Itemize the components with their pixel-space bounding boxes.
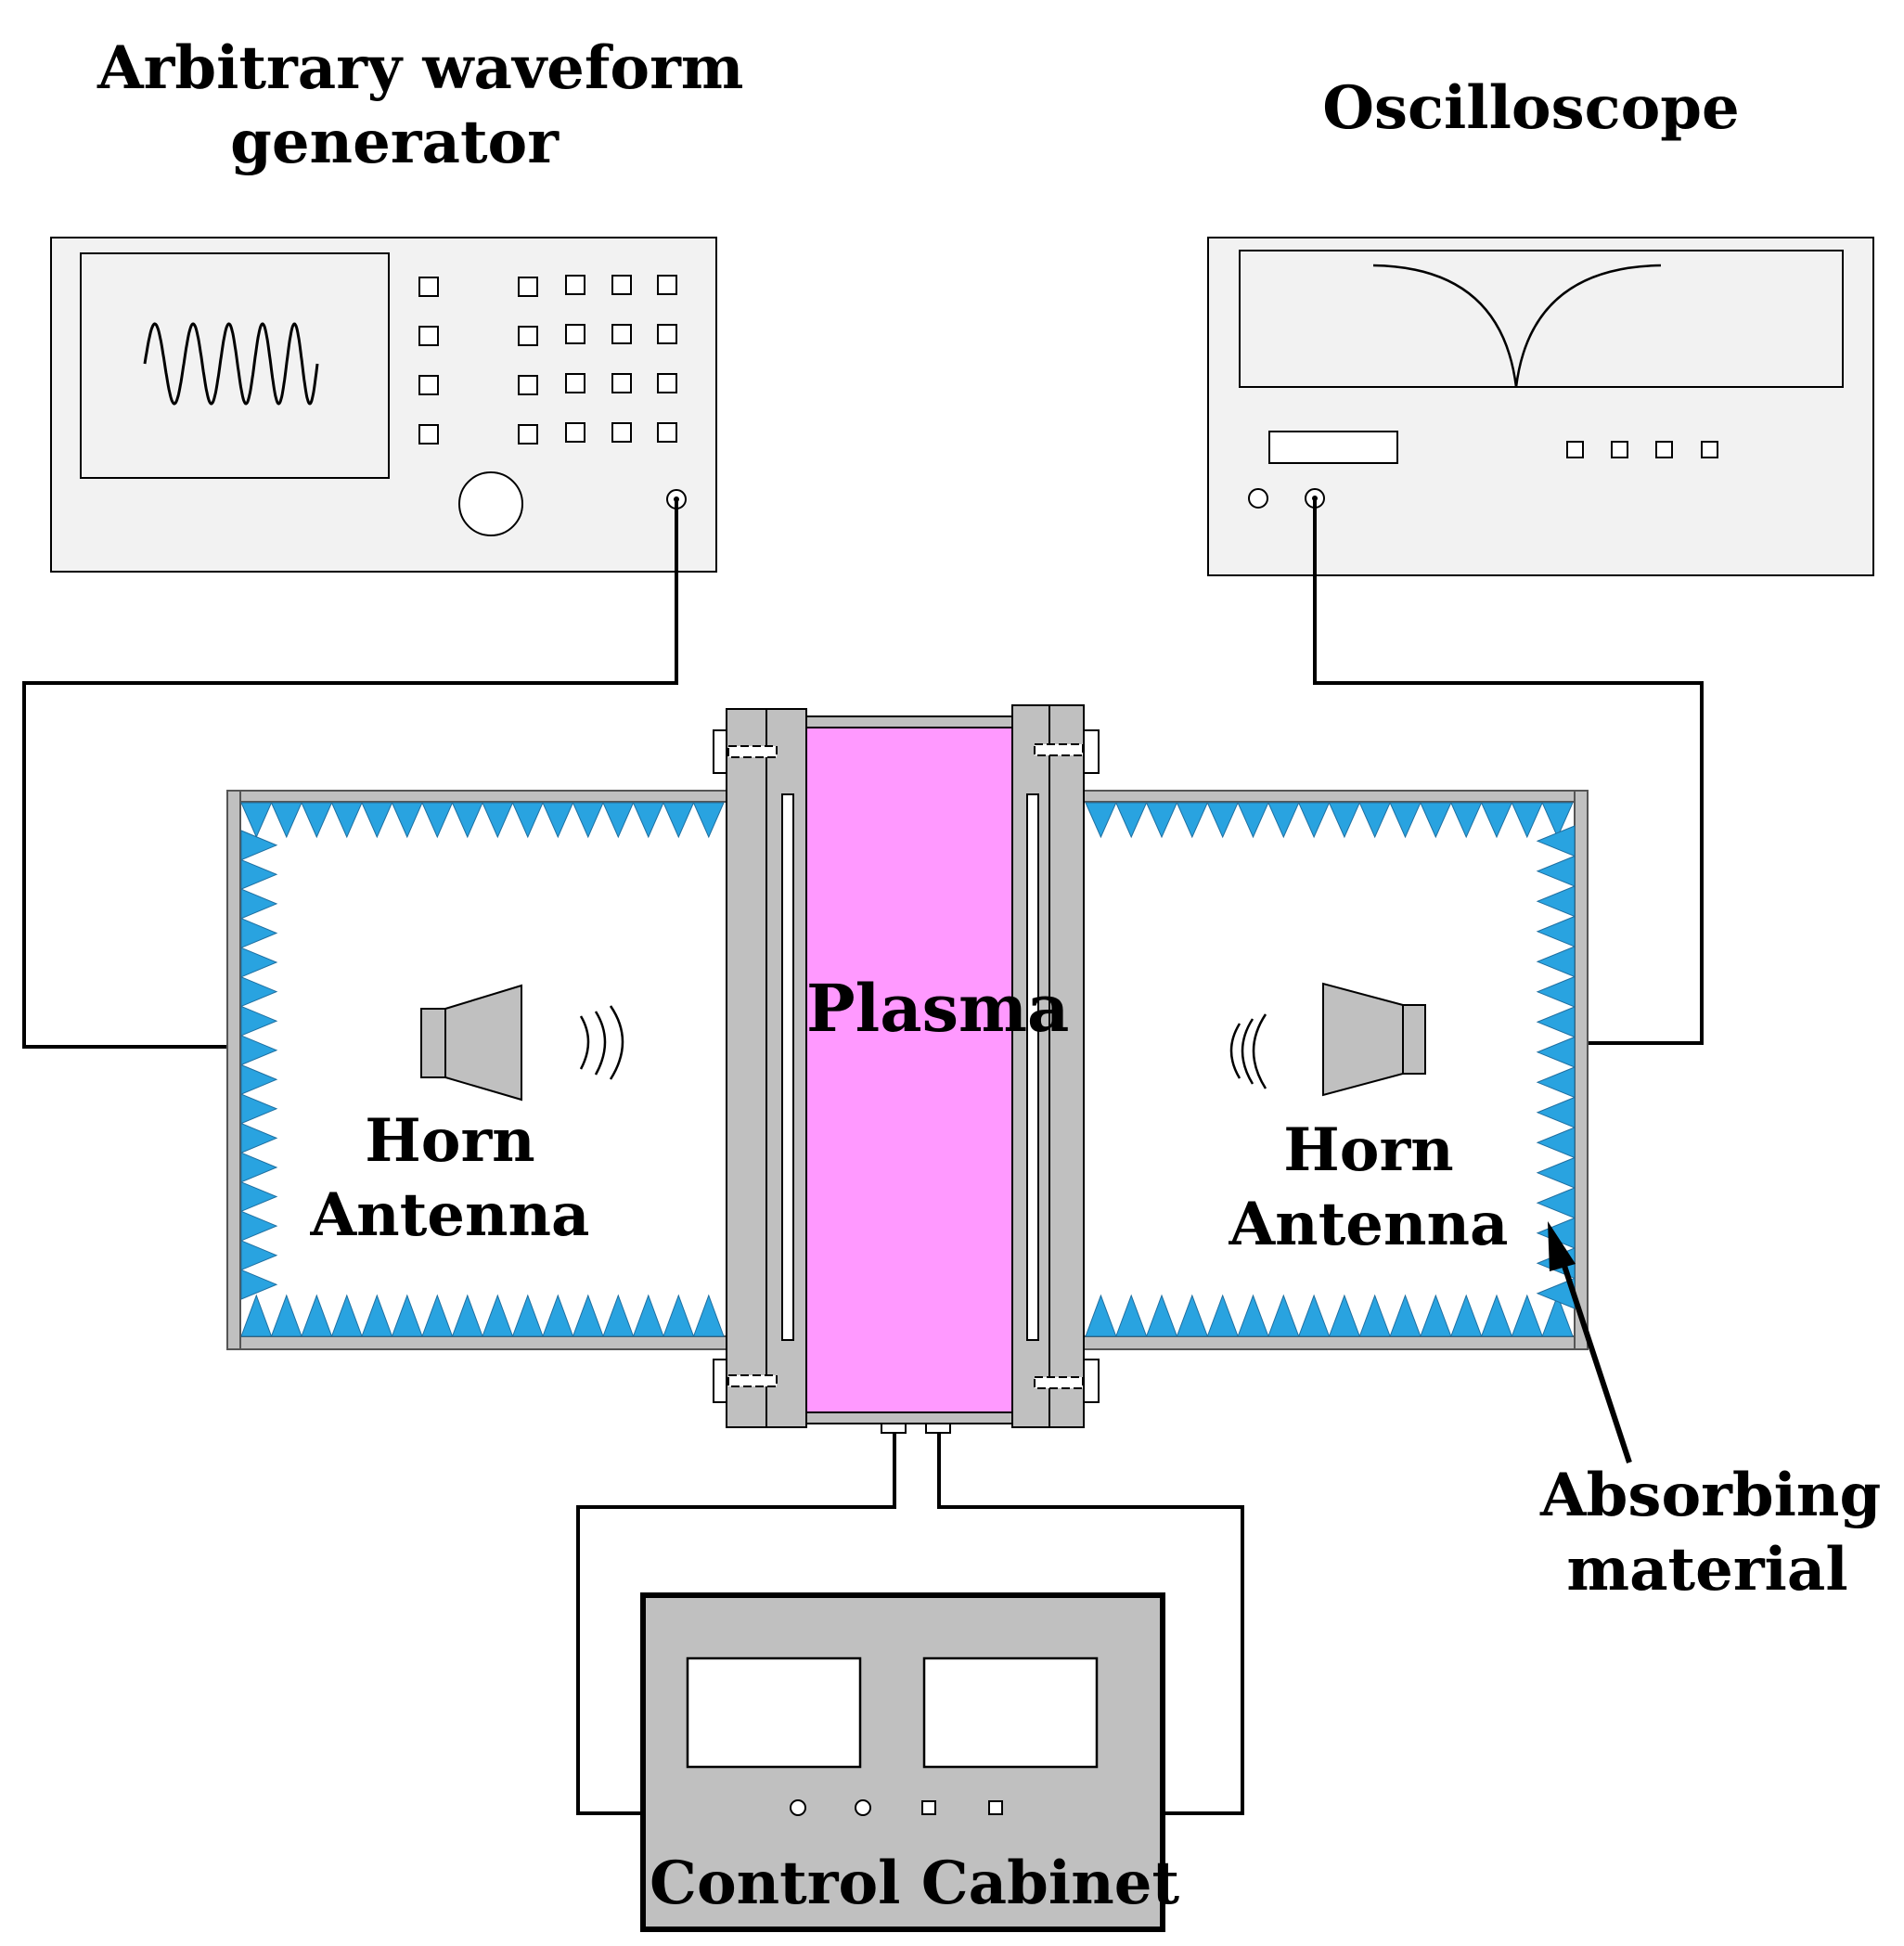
left-antenna-label: Horn Antenna [288, 1112, 612, 1245]
radio-wave-icon [579, 1005, 624, 1080]
generator-knob [458, 471, 523, 536]
cabinet-port-3 [921, 1800, 936, 1815]
absorber-line1: Absorbing [1540, 1461, 1882, 1530]
absorber-bottom-left [240, 1294, 725, 1337]
plasma-connector-left [881, 1423, 907, 1434]
control-cabinet [640, 1592, 1165, 1932]
generator-screen [80, 252, 390, 479]
absorber-pointer-arrow [1548, 1221, 1632, 1463]
right-antenna-line1: Horn [1283, 1115, 1454, 1185]
generator-title-line1: Arbitrary waveform [97, 33, 744, 103]
oscilloscope-display [1268, 431, 1398, 464]
oscilloscope-cable [1313, 498, 1704, 1045]
absorber-bottom-right [1085, 1294, 1574, 1337]
absorber-top-right [1085, 802, 1574, 839]
right-antenna-line2: Antenna [1229, 1190, 1509, 1259]
oscilloscope-title: Oscilloscope [1322, 73, 1740, 143]
left-antenna-line2: Antenna [310, 1180, 590, 1250]
generator-title-line2: generator [230, 108, 559, 177]
absorber-label: Absorbing material [1540, 1461, 1882, 1604]
cabinet-screen-right [922, 1656, 1099, 1769]
oscilloscope [1207, 237, 1874, 576]
sine-wave-icon [143, 322, 319, 406]
radio-wave-icon [1229, 1013, 1267, 1089]
cusp-trace-icon [1372, 264, 1662, 388]
generator-cable [22, 499, 678, 1049]
left-antenna-line1: Horn [365, 1106, 535, 1176]
generator-keypad [418, 275, 677, 445]
horn-antenna-icon [1322, 982, 1426, 1097]
cabinet-port-2 [855, 1799, 871, 1816]
cabinet-port-1 [790, 1799, 806, 1816]
plasma-label: Plasma [806, 970, 1070, 1047]
generator-title: Arbitrary waveform generator [97, 33, 744, 177]
cabinet-screen-left [686, 1656, 862, 1769]
plasma-assembly [713, 704, 1100, 1434]
oscilloscope-buttons [1566, 441, 1718, 458]
absorber-side-left [240, 830, 278, 1300]
absorber-line2: material [1566, 1535, 1848, 1604]
plasma-column [805, 727, 1013, 1413]
cabinet-port-4 [988, 1800, 1003, 1815]
horn-antenna-icon [420, 984, 522, 1102]
absorber-top-left [240, 802, 725, 839]
oscilloscope-port-1 [1248, 488, 1268, 509]
right-antenna-label: Horn Antenna [1206, 1121, 1531, 1255]
right-chamber [1082, 790, 1589, 1350]
control-cabinet-label: Control Cabinet [650, 1849, 1179, 1918]
waveform-generator [50, 237, 717, 573]
plasma-connector-right [925, 1423, 951, 1434]
